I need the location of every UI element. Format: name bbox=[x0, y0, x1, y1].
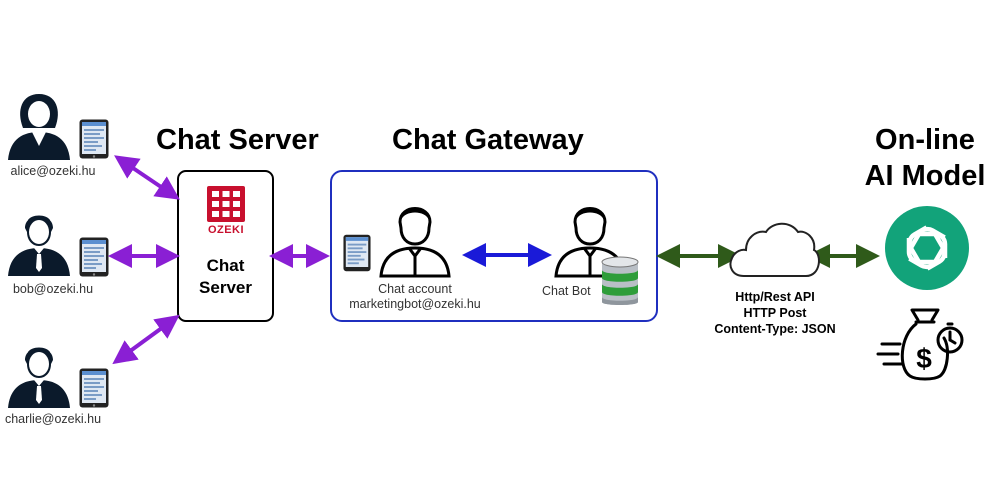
user-email-bob: bob@ozeki.hu bbox=[12, 282, 94, 296]
ai-model-heading-line1: On-line bbox=[875, 124, 975, 156]
tablet-icon bbox=[79, 119, 109, 159]
user-female-icon bbox=[8, 94, 70, 160]
tablet-icon bbox=[343, 234, 371, 272]
api-protocol-label: Http/Rest API bbox=[735, 290, 815, 304]
chat-account-label: Chat account bbox=[378, 282, 452, 296]
tablet-icon bbox=[79, 368, 109, 408]
chat-bot-label: Chat Bot bbox=[542, 284, 591, 298]
chat-account-user-icon bbox=[379, 207, 451, 278]
user-male-icon bbox=[8, 215, 70, 276]
tablet-icon bbox=[79, 237, 109, 277]
user-email-charlie: charlie@ozeki.hu bbox=[4, 412, 102, 426]
database-icon bbox=[601, 256, 639, 305]
cloud-icon bbox=[729, 222, 820, 277]
user-email-alice: alice@ozeki.hu bbox=[10, 164, 96, 178]
arrow-charlie-server bbox=[112, 314, 180, 365]
chat-server-label-line1: Chat bbox=[206, 256, 245, 275]
api-method-label: HTTP Post bbox=[743, 306, 807, 320]
ai-model-heading-line2: AI Model bbox=[864, 160, 986, 192]
money-bag-icon: $ bbox=[876, 308, 964, 381]
ozeki-logo-text: OZEKI bbox=[207, 224, 245, 236]
api-content-type-label: Content-Type: JSON bbox=[714, 322, 836, 336]
ozeki-logo-icon bbox=[207, 186, 245, 222]
chat-account-email: marketingbot@ozeki.hu bbox=[349, 297, 481, 311]
openai-logo-icon bbox=[885, 206, 969, 290]
chat-gateway-heading: Chat Gateway bbox=[392, 124, 584, 156]
user-male-icon bbox=[8, 347, 70, 408]
svg-text:$: $ bbox=[916, 343, 932, 374]
chat-server-label-line2: Server bbox=[199, 278, 252, 297]
chat-server-heading: Chat Server bbox=[156, 124, 319, 156]
arrow-alice-server bbox=[114, 155, 180, 200]
